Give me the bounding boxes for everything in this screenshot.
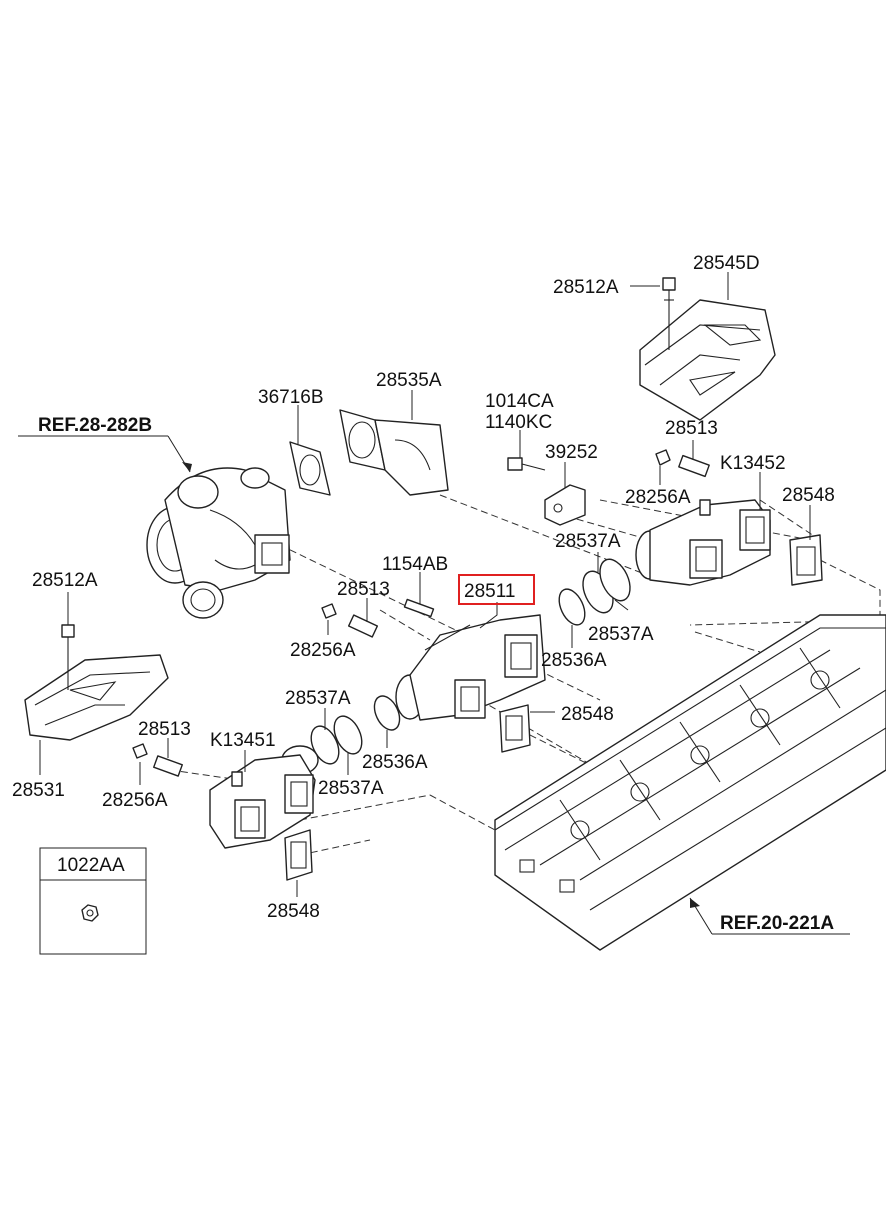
part-label-36716b[interactable]: 36716B [258,387,324,408]
ref-label-turbo[interactable]: REF.28-282B [38,415,152,436]
part-label-28537a-left-1[interactable]: 28537A [285,688,351,709]
part-label-1014ca[interactable]: 1014CA [485,391,554,412]
part-label-28511[interactable]: 28511 [464,581,515,602]
part-label-28512a-lower[interactable]: 28512A [32,570,98,591]
rings-right [558,558,631,626]
part-label-28545d[interactable]: 28545D [693,253,760,274]
part-label-28531[interactable]: 28531 [12,780,65,801]
part-label-1022aa[interactable]: 1022AA [57,855,125,876]
heat-shield-lower [24,654,169,741]
nut-icon [81,904,99,922]
part-label-28536a-right[interactable]: 28536A [541,650,607,671]
part-label-28548-mid[interactable]: 28548 [561,704,614,725]
turbo-gasket [289,441,331,496]
part-label-28256a-left[interactable]: 28256A [102,790,168,811]
part-label-28513-left[interactable]: 28513 [138,719,191,740]
part-label-k13451[interactable]: K13451 [210,730,276,751]
part-label-28256a-mid[interactable]: 28256A [290,640,356,661]
stud-1154ab [403,598,435,618]
part-label-28537a-right-1[interactable]: 28537A [555,531,621,552]
part-label-28512a-upper[interactable]: 28512A [553,277,619,298]
part-label-28513-right[interactable]: 28513 [665,418,718,439]
heat-shield-upper [639,299,776,421]
bolt-bracket [507,457,546,471]
gasket-mid [499,704,531,753]
bolt-upper [662,277,676,350]
rings-left [310,695,401,765]
part-label-28537a-right-2[interactable]: 28537A [588,624,654,645]
part-label-28256a-right[interactable]: 28256A [625,487,691,508]
stud-left [132,743,183,777]
exhaust-manifold-center [395,614,546,721]
gasket-right [789,534,823,586]
highlight-box [458,574,535,605]
ref-head-arrow [689,897,850,935]
part-label-28548-right[interactable]: 28548 [782,485,835,506]
ref-turbo-arrow [18,435,192,473]
part-label-39252[interactable]: 39252 [545,442,598,463]
bracket-39252 [544,484,586,526]
leader-lines [39,272,811,897]
cylinder-head [494,614,886,951]
stud-right [655,449,710,478]
nut-legend-box [39,847,147,955]
turbocharger [146,467,291,619]
exhaust-outlet [339,409,449,496]
part-label-1140kc[interactable]: 1140KC [485,412,552,433]
gasket-bottom [284,829,313,881]
part-label-28536a-left[interactable]: 28536A [362,752,428,773]
part-label-28535a[interactable]: 28535A [376,370,442,391]
part-label-1154ab[interactable]: 1154AB [382,554,448,575]
stud-mid [321,603,379,638]
part-label-28513-mid[interactable]: 28513 [337,579,390,600]
ref-label-cylinder-head[interactable]: REF.20-221A [720,913,834,934]
part-label-28548-bottom[interactable]: 28548 [267,901,320,922]
part-label-k13452[interactable]: K13452 [720,453,786,474]
part-label-28537a-left-2[interactable]: 28537A [318,778,384,799]
exhaust-manifold-left [209,745,319,849]
exhaust-manifold-right [635,499,771,586]
